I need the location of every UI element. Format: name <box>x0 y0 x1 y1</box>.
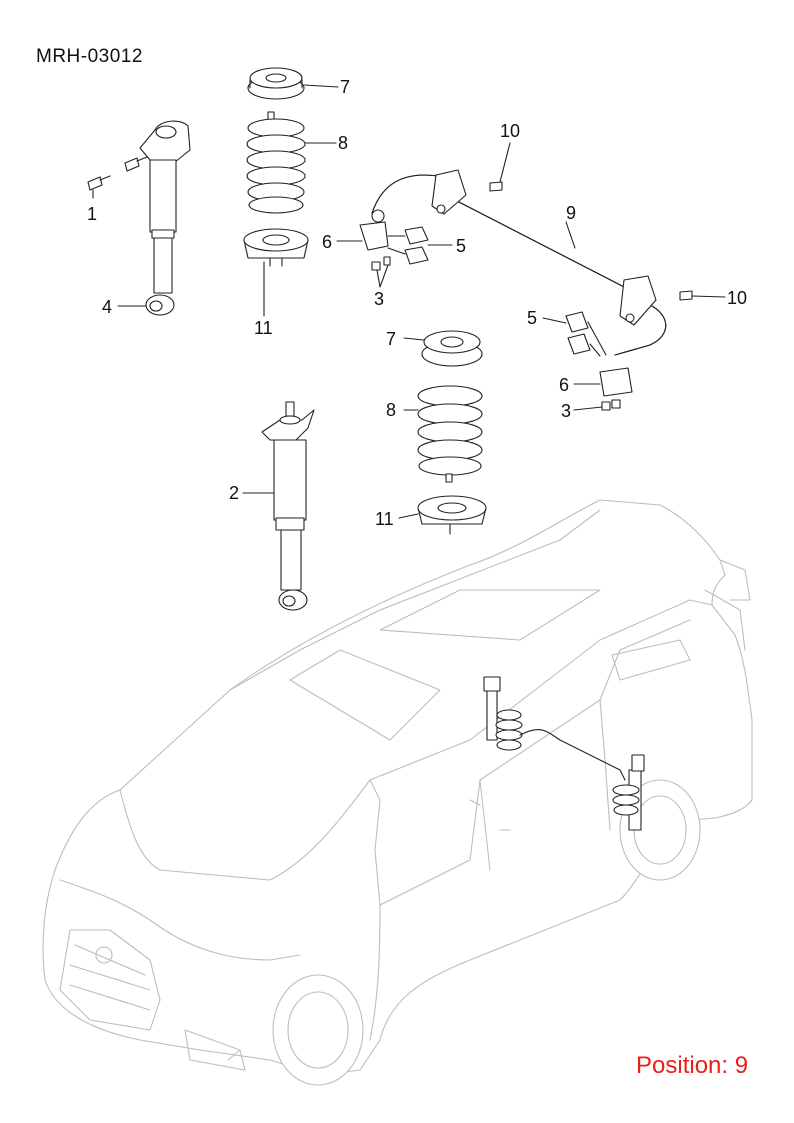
callout-8-lower: 8 <box>386 400 396 420</box>
spring-seat-upper-part-7 <box>247 67 305 100</box>
callout-11-upper: 11 <box>254 318 273 338</box>
callout-6-upper: 6 <box>322 232 332 252</box>
callout-6-lower: 6 <box>559 375 569 395</box>
position-label: Position: 9 <box>636 1052 749 1079</box>
shock-absorber-part-2 <box>261 401 315 611</box>
coil-spring-part-8 <box>246 111 306 214</box>
callout-5-upper: 5 <box>456 236 466 256</box>
spring-seat-upper-part-7-lower <box>421 330 483 367</box>
callout-7-lower: 7 <box>386 329 396 349</box>
callout-9: 9 <box>566 203 576 223</box>
link-assembly-upper <box>359 209 429 271</box>
link-assembly-lower <box>565 311 633 411</box>
callout-3-lower: 3 <box>561 401 571 421</box>
bolt-part-1 <box>87 156 148 191</box>
bolt-part-10 <box>489 181 693 301</box>
stabilizer-bar-part-9 <box>371 169 667 356</box>
vehicle-outline <box>42 499 753 1086</box>
callout-7-upper: 7 <box>340 77 350 97</box>
callout-1: 1 <box>87 204 97 224</box>
callout-3-upper: 3 <box>374 289 384 309</box>
diagram-code: MRH-03012 <box>36 46 143 67</box>
callout-10-lower: 10 <box>727 288 747 308</box>
callout-10-upper: 10 <box>500 121 520 141</box>
spring-seat-lower-part-11-lower <box>417 495 487 535</box>
shock-absorber-part-4 <box>139 120 191 316</box>
callout-4: 4 <box>102 297 112 317</box>
coil-spring-part-8-lower <box>417 385 483 483</box>
callout-5-lower: 5 <box>527 308 537 328</box>
callout-11-lower: 11 <box>375 509 394 529</box>
spring-seat-lower-part-11 <box>243 228 309 267</box>
callout-8-upper: 8 <box>338 133 348 153</box>
callout-2: 2 <box>229 483 239 503</box>
leader-lines <box>92 84 726 519</box>
installed-suspension-sketch <box>483 676 645 831</box>
